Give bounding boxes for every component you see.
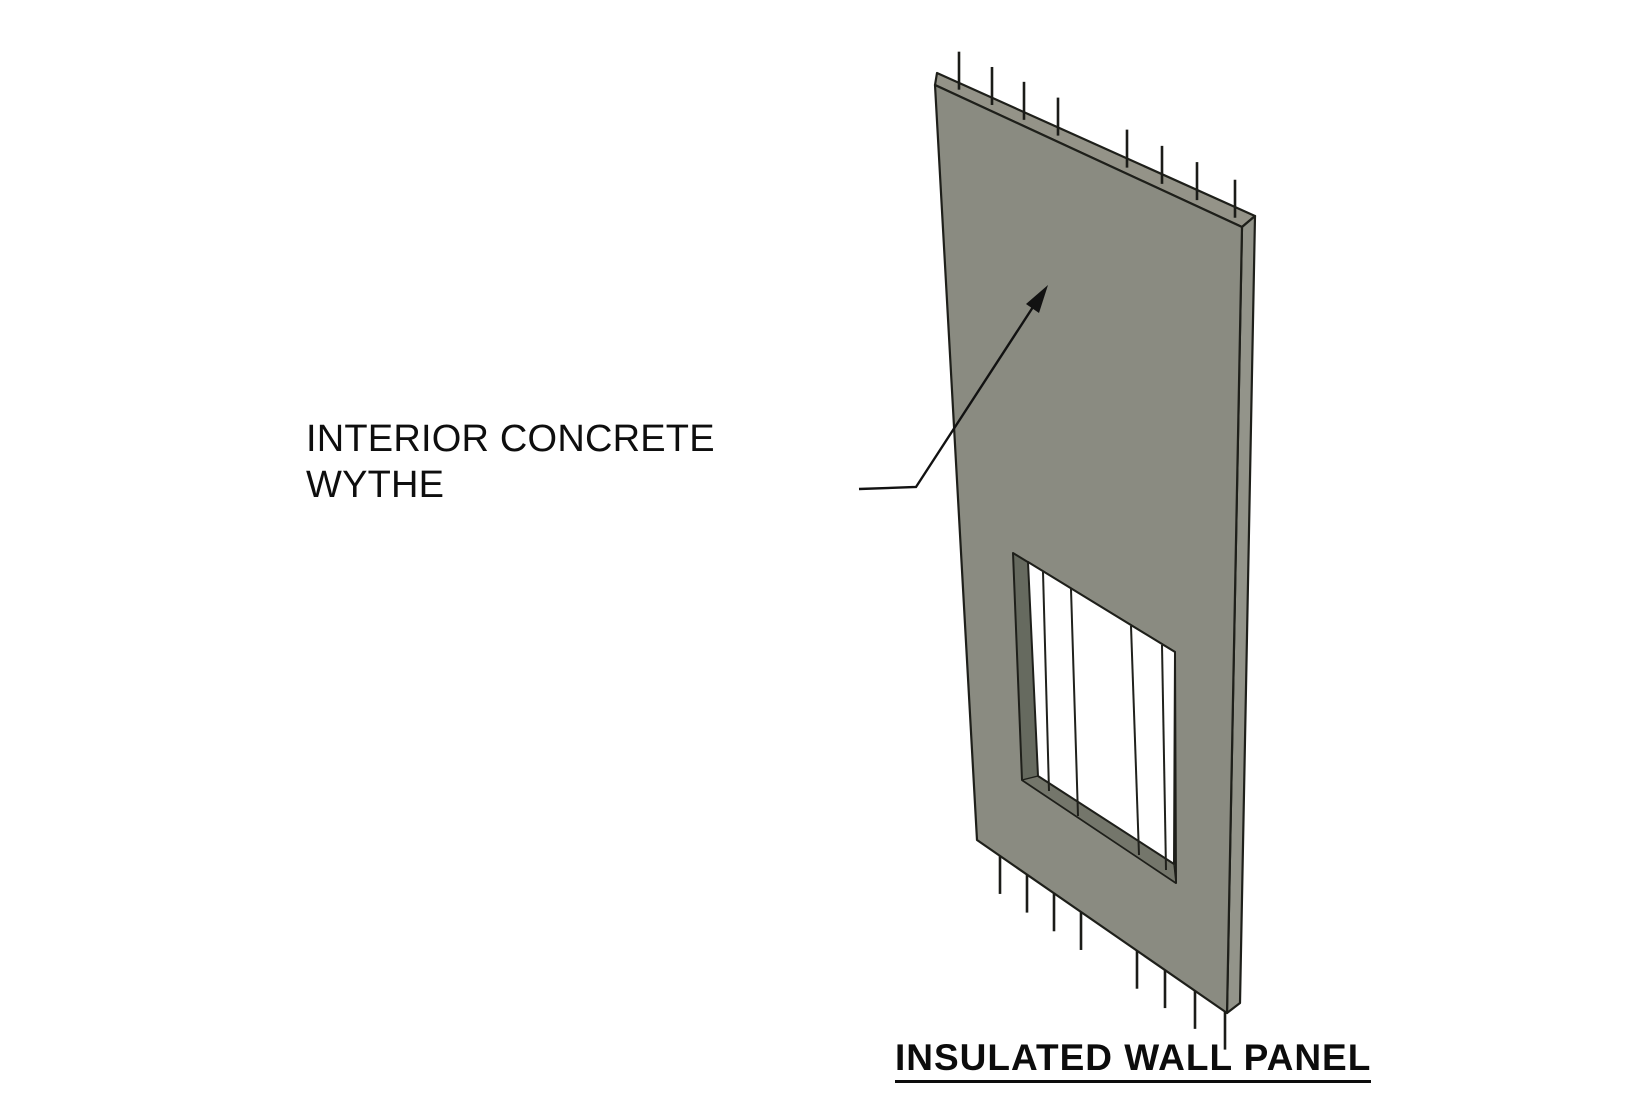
leader-arrow — [858, 285, 1048, 491]
bar-line — [1042, 571, 1050, 792]
bar-line — [1130, 625, 1140, 856]
bar-line — [1070, 588, 1079, 817]
leader-line — [858, 306, 1035, 491]
wall-panel — [933, 51, 1257, 1050]
arrow-head-icon — [1026, 285, 1048, 313]
panel-front-face — [933, 83, 1244, 1015]
bar-line — [1161, 644, 1167, 871]
top-dowel-bars — [957, 51, 1237, 218]
insulation-joint-lines — [1042, 571, 1167, 871]
diagram-title: INSULATED WALL PANEL — [895, 1036, 1372, 1083]
interior-wythe-label: INTERIOR CONCRETE WYTHE — [306, 418, 715, 506]
bottom-dowel-bars — [998, 855, 1227, 1050]
opening-through — [1027, 561, 1176, 865]
diagram-title-text: INSULATED WALL PANEL — [895, 1036, 1372, 1083]
window-opening — [1012, 552, 1177, 884]
